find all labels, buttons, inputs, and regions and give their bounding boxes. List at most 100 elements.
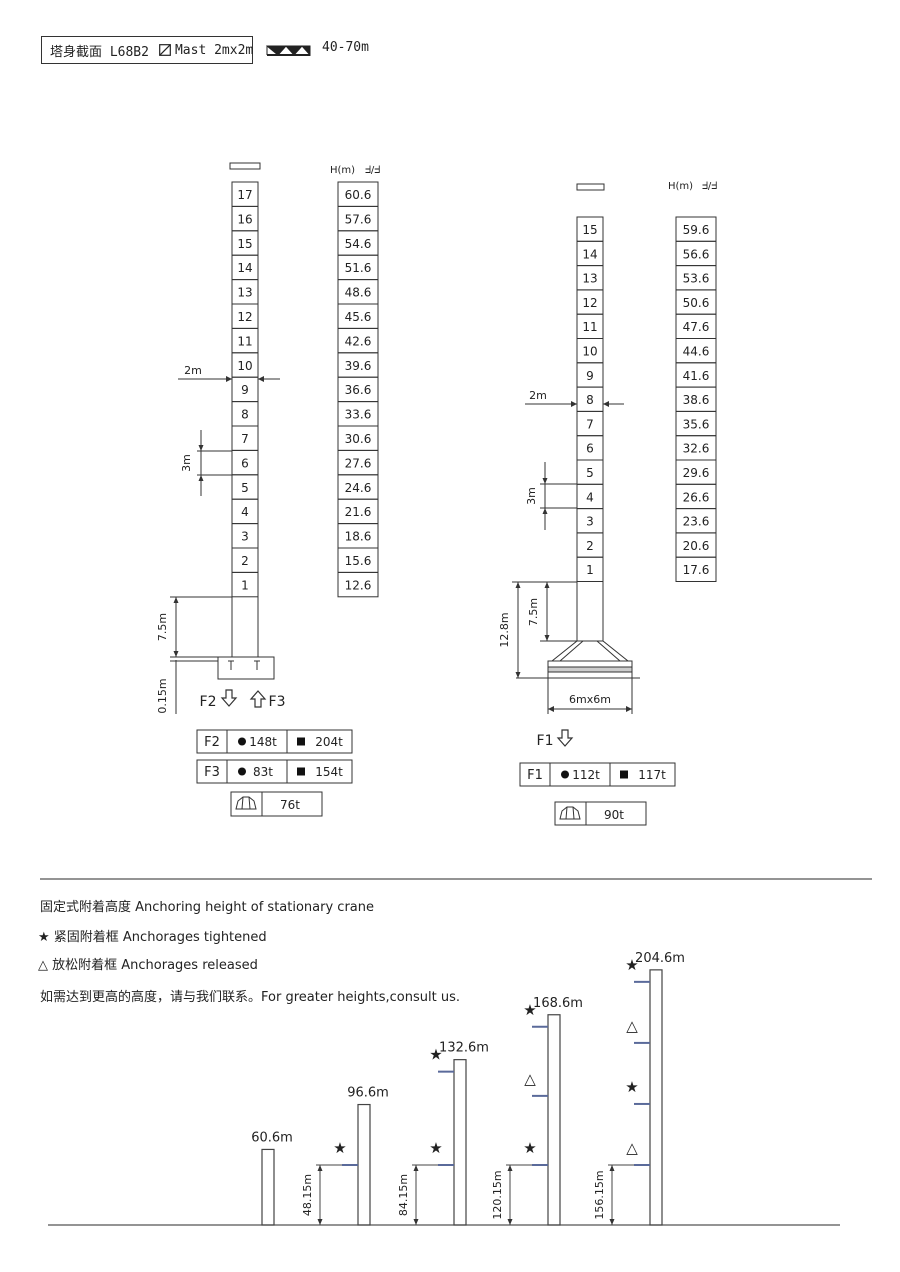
triangle-icon: △ xyxy=(626,1017,638,1035)
first-anchor-label: 156.15m xyxy=(593,1170,606,1219)
load-row-f1-box xyxy=(519,762,676,787)
mast-section xyxy=(576,532,604,558)
height-cell xyxy=(337,474,379,500)
dim-arrow xyxy=(542,508,548,514)
mast-section xyxy=(231,474,259,500)
section-number: 1 xyxy=(586,563,594,577)
height-value: 45.6 xyxy=(345,310,372,324)
mast-section xyxy=(231,254,259,281)
section-header-box: 塔身截面 L68B2 Mast 2mx2m xyxy=(41,36,253,64)
square-icon xyxy=(297,767,305,776)
base-foundation xyxy=(217,656,275,680)
mast-section xyxy=(231,523,259,549)
section-number: 11 xyxy=(582,320,597,334)
section-number: 14 xyxy=(237,261,252,275)
dim-arrow xyxy=(198,475,204,481)
dim-arrow xyxy=(609,1165,615,1171)
mast-section xyxy=(231,352,259,378)
base-height-label: 7.5m xyxy=(527,598,540,626)
height-cell xyxy=(675,483,717,510)
right-tower-diagram: 151413121110987654321H(m)ᖵ/ᖵ59.656.653.6… xyxy=(498,181,717,826)
mast-section xyxy=(576,216,604,242)
legend-released: △ 放松附着框 Anchorages released xyxy=(38,958,258,973)
height-value: 29.6 xyxy=(683,466,710,480)
tower-height-label: 204.6m xyxy=(635,951,685,966)
legend-tightened: ★ 紧固附着框 Anchorages tightened xyxy=(38,930,267,945)
section-label: 塔身截面 L68B2 xyxy=(50,44,149,60)
height-cell xyxy=(675,410,717,437)
mast-label-group: Mast 2mx2m xyxy=(159,43,253,58)
section-number: 3 xyxy=(241,530,249,544)
h-header: H(m) xyxy=(668,181,693,192)
force-label-f3: F3 xyxy=(269,694,286,710)
height-value: 59.6 xyxy=(683,223,710,237)
load-row-f3-name: F3 xyxy=(204,765,220,780)
arrow-down-icon xyxy=(220,689,238,707)
base-brace xyxy=(559,640,584,662)
load-row-f1-value-b: 117t xyxy=(638,768,666,782)
arrow-up-icon xyxy=(249,690,267,708)
section-number: 2 xyxy=(241,554,249,568)
section-height-label: 3m xyxy=(180,454,193,472)
ballast-line xyxy=(248,796,251,810)
tower-height-label: 60.6m xyxy=(251,1130,293,1145)
tower-height-label: 132.6m xyxy=(439,1041,489,1056)
height-value: 38.6 xyxy=(683,393,710,407)
height-value: 30.6 xyxy=(345,432,372,446)
first-anchor-label: 120.15m xyxy=(491,1170,504,1219)
height-cell xyxy=(675,459,717,485)
star-icon: ★ xyxy=(333,1139,346,1157)
dim-arrow xyxy=(603,401,609,407)
tower-height-label: 168.6m xyxy=(533,996,583,1011)
star-icon: ★ xyxy=(429,1139,442,1157)
height-cell xyxy=(675,435,717,461)
mast-section xyxy=(231,230,259,256)
height-range: 40-70m xyxy=(322,40,369,55)
triangle-icon: △ xyxy=(626,1139,638,1157)
section-number: 5 xyxy=(241,481,249,495)
dim-arrow xyxy=(542,478,548,484)
height-cell xyxy=(337,425,379,451)
load-row-f1-value-a: 112t xyxy=(572,768,600,782)
section-number: 4 xyxy=(586,490,594,504)
force-label-f1: F1 xyxy=(537,733,554,749)
section-number: 10 xyxy=(582,345,597,359)
mast-section xyxy=(576,556,604,583)
base-beam-lower xyxy=(547,666,633,673)
mast-section xyxy=(231,425,259,451)
height-value: 50.6 xyxy=(683,296,710,310)
mast-section xyxy=(576,508,604,534)
dim-arrow xyxy=(226,376,232,382)
mast-section xyxy=(231,401,259,427)
mast-section xyxy=(576,410,604,437)
height-cell xyxy=(675,313,717,340)
ballast-value: 90t xyxy=(604,808,624,822)
height-value: 17.6 xyxy=(683,563,710,577)
section-number: 10 xyxy=(237,359,252,373)
jib-top-cap xyxy=(576,183,605,191)
height-cell xyxy=(675,216,717,242)
height-cell xyxy=(337,254,379,281)
section-number: 6 xyxy=(586,442,594,456)
total-base-label: 12.8m xyxy=(498,612,511,647)
mast-section xyxy=(576,362,604,388)
ballast-shape xyxy=(559,806,581,820)
first-anchor-label: 84.15m xyxy=(397,1174,410,1216)
force-label-f2: F2 xyxy=(200,694,217,710)
arrow-down-icon xyxy=(556,729,574,747)
base-height-label: 7.5m xyxy=(156,613,169,641)
height-value: 20.6 xyxy=(683,539,710,553)
load-row-f3-value-b: 154t xyxy=(315,765,343,779)
anchor-tower: 60.6m xyxy=(251,1130,293,1226)
load-row-f2-value-a: 148t xyxy=(249,735,277,749)
height-cell xyxy=(337,327,379,354)
height-cell xyxy=(337,449,379,476)
height-cell xyxy=(337,279,379,305)
dim-arrow xyxy=(544,635,550,641)
mast-section xyxy=(231,181,259,207)
star-icon: ★ xyxy=(625,1078,638,1096)
square-icon xyxy=(620,770,628,779)
dim-arrow xyxy=(173,651,179,657)
mast-section xyxy=(231,547,259,573)
unit-glyph: ᖵ/ᖵ xyxy=(365,165,380,176)
